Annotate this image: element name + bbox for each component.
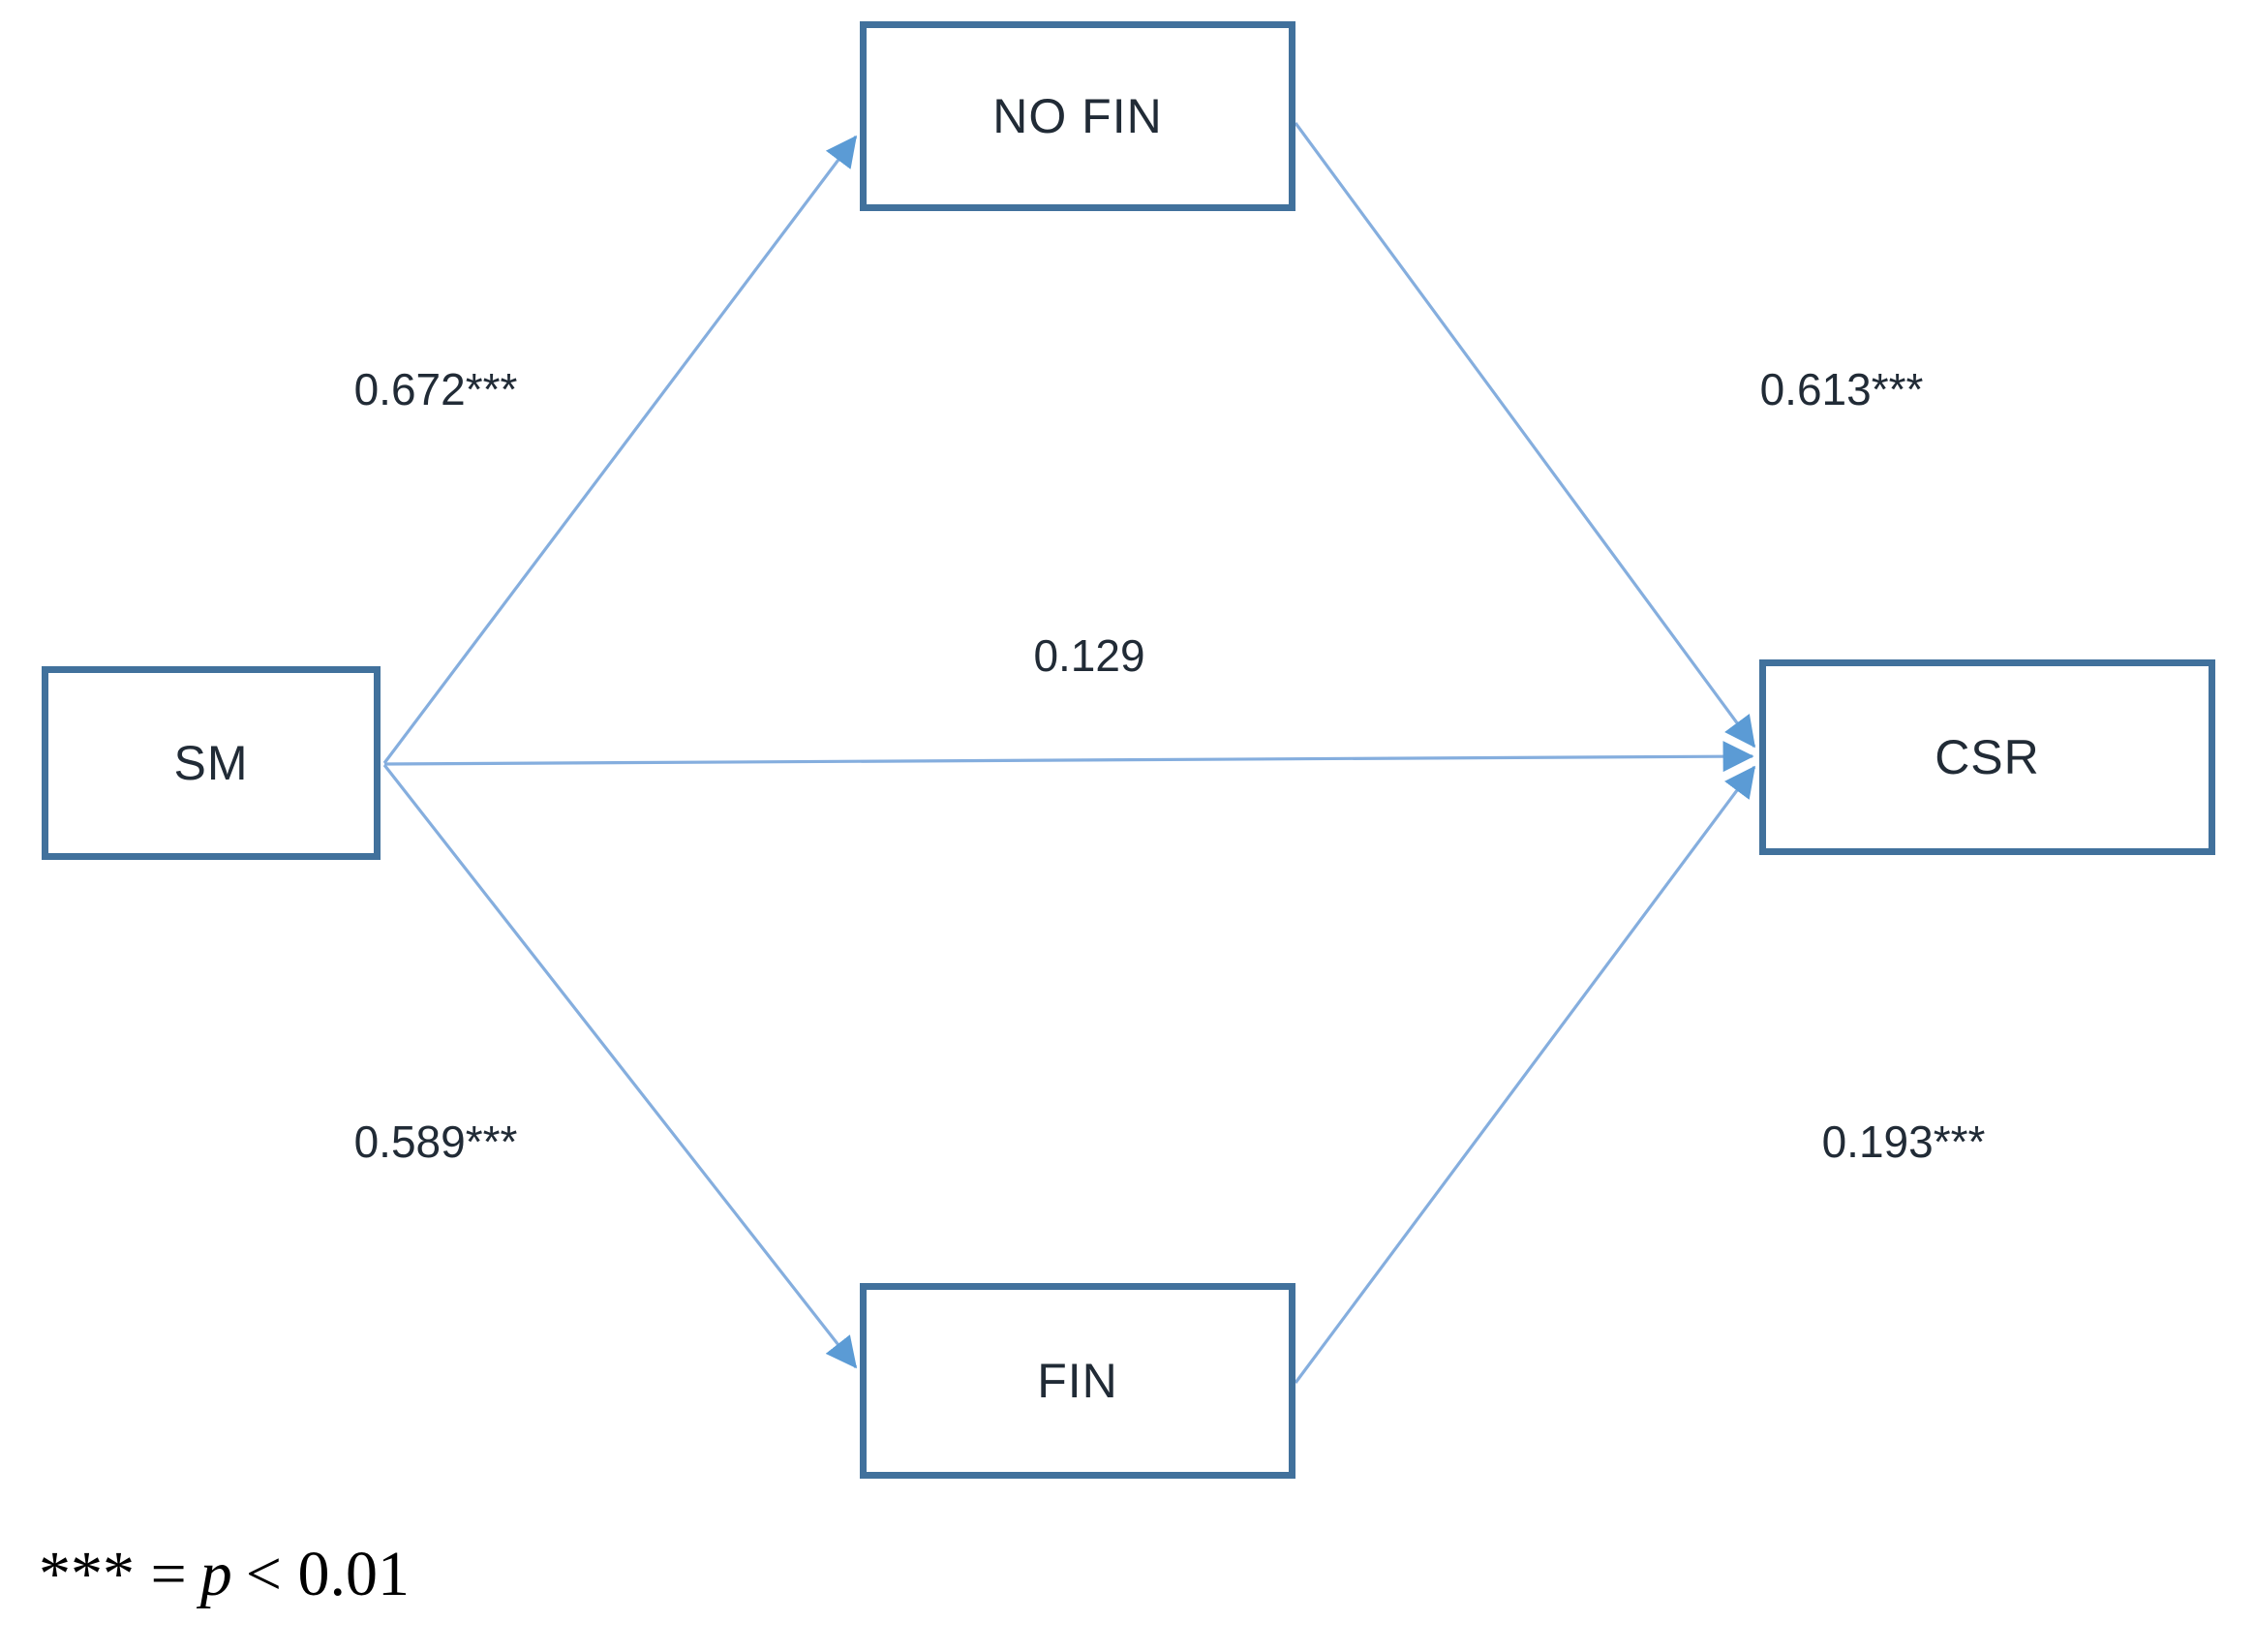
note-prefix: *** =	[39, 1539, 187, 1609]
note-p-symbol: p	[199, 1539, 232, 1609]
significance-note: *** =p< 0.01	[39, 1538, 410, 1611]
edge-sm-to-csr-arrow	[383, 741, 1754, 773]
edge-fin-to-csr-arrow	[1294, 765, 1756, 1384]
node-csr: CSR	[1759, 659, 2215, 855]
coefficient-nofin-csr: 0.613***	[1759, 364, 1924, 414]
node-sm-label: SM	[173, 736, 249, 790]
coefficient-sm-csr: 0.129	[1033, 630, 1145, 681]
coefficient-fin-csr: 0.193***	[1821, 1117, 1986, 1167]
node-csr-label: CSR	[1935, 730, 2040, 784]
node-fin-label: FIN	[1037, 1354, 1118, 1408]
node-nofin: NO FIN	[860, 21, 1295, 211]
node-fin: FIN	[860, 1283, 1295, 1479]
note-suffix: < 0.01	[245, 1539, 410, 1609]
coefficient-sm-nofin: 0.672***	[353, 364, 518, 414]
coefficient-sm-fin: 0.589***	[353, 1117, 518, 1167]
node-nofin-label: NO FIN	[992, 89, 1163, 143]
edge-sm-to-nofin-arrow	[382, 135, 858, 764]
node-sm: SM	[42, 666, 381, 860]
edge-sm-to-fin-arrow	[382, 764, 858, 1369]
edge-nofin-to-csr-arrow	[1294, 122, 1756, 749]
